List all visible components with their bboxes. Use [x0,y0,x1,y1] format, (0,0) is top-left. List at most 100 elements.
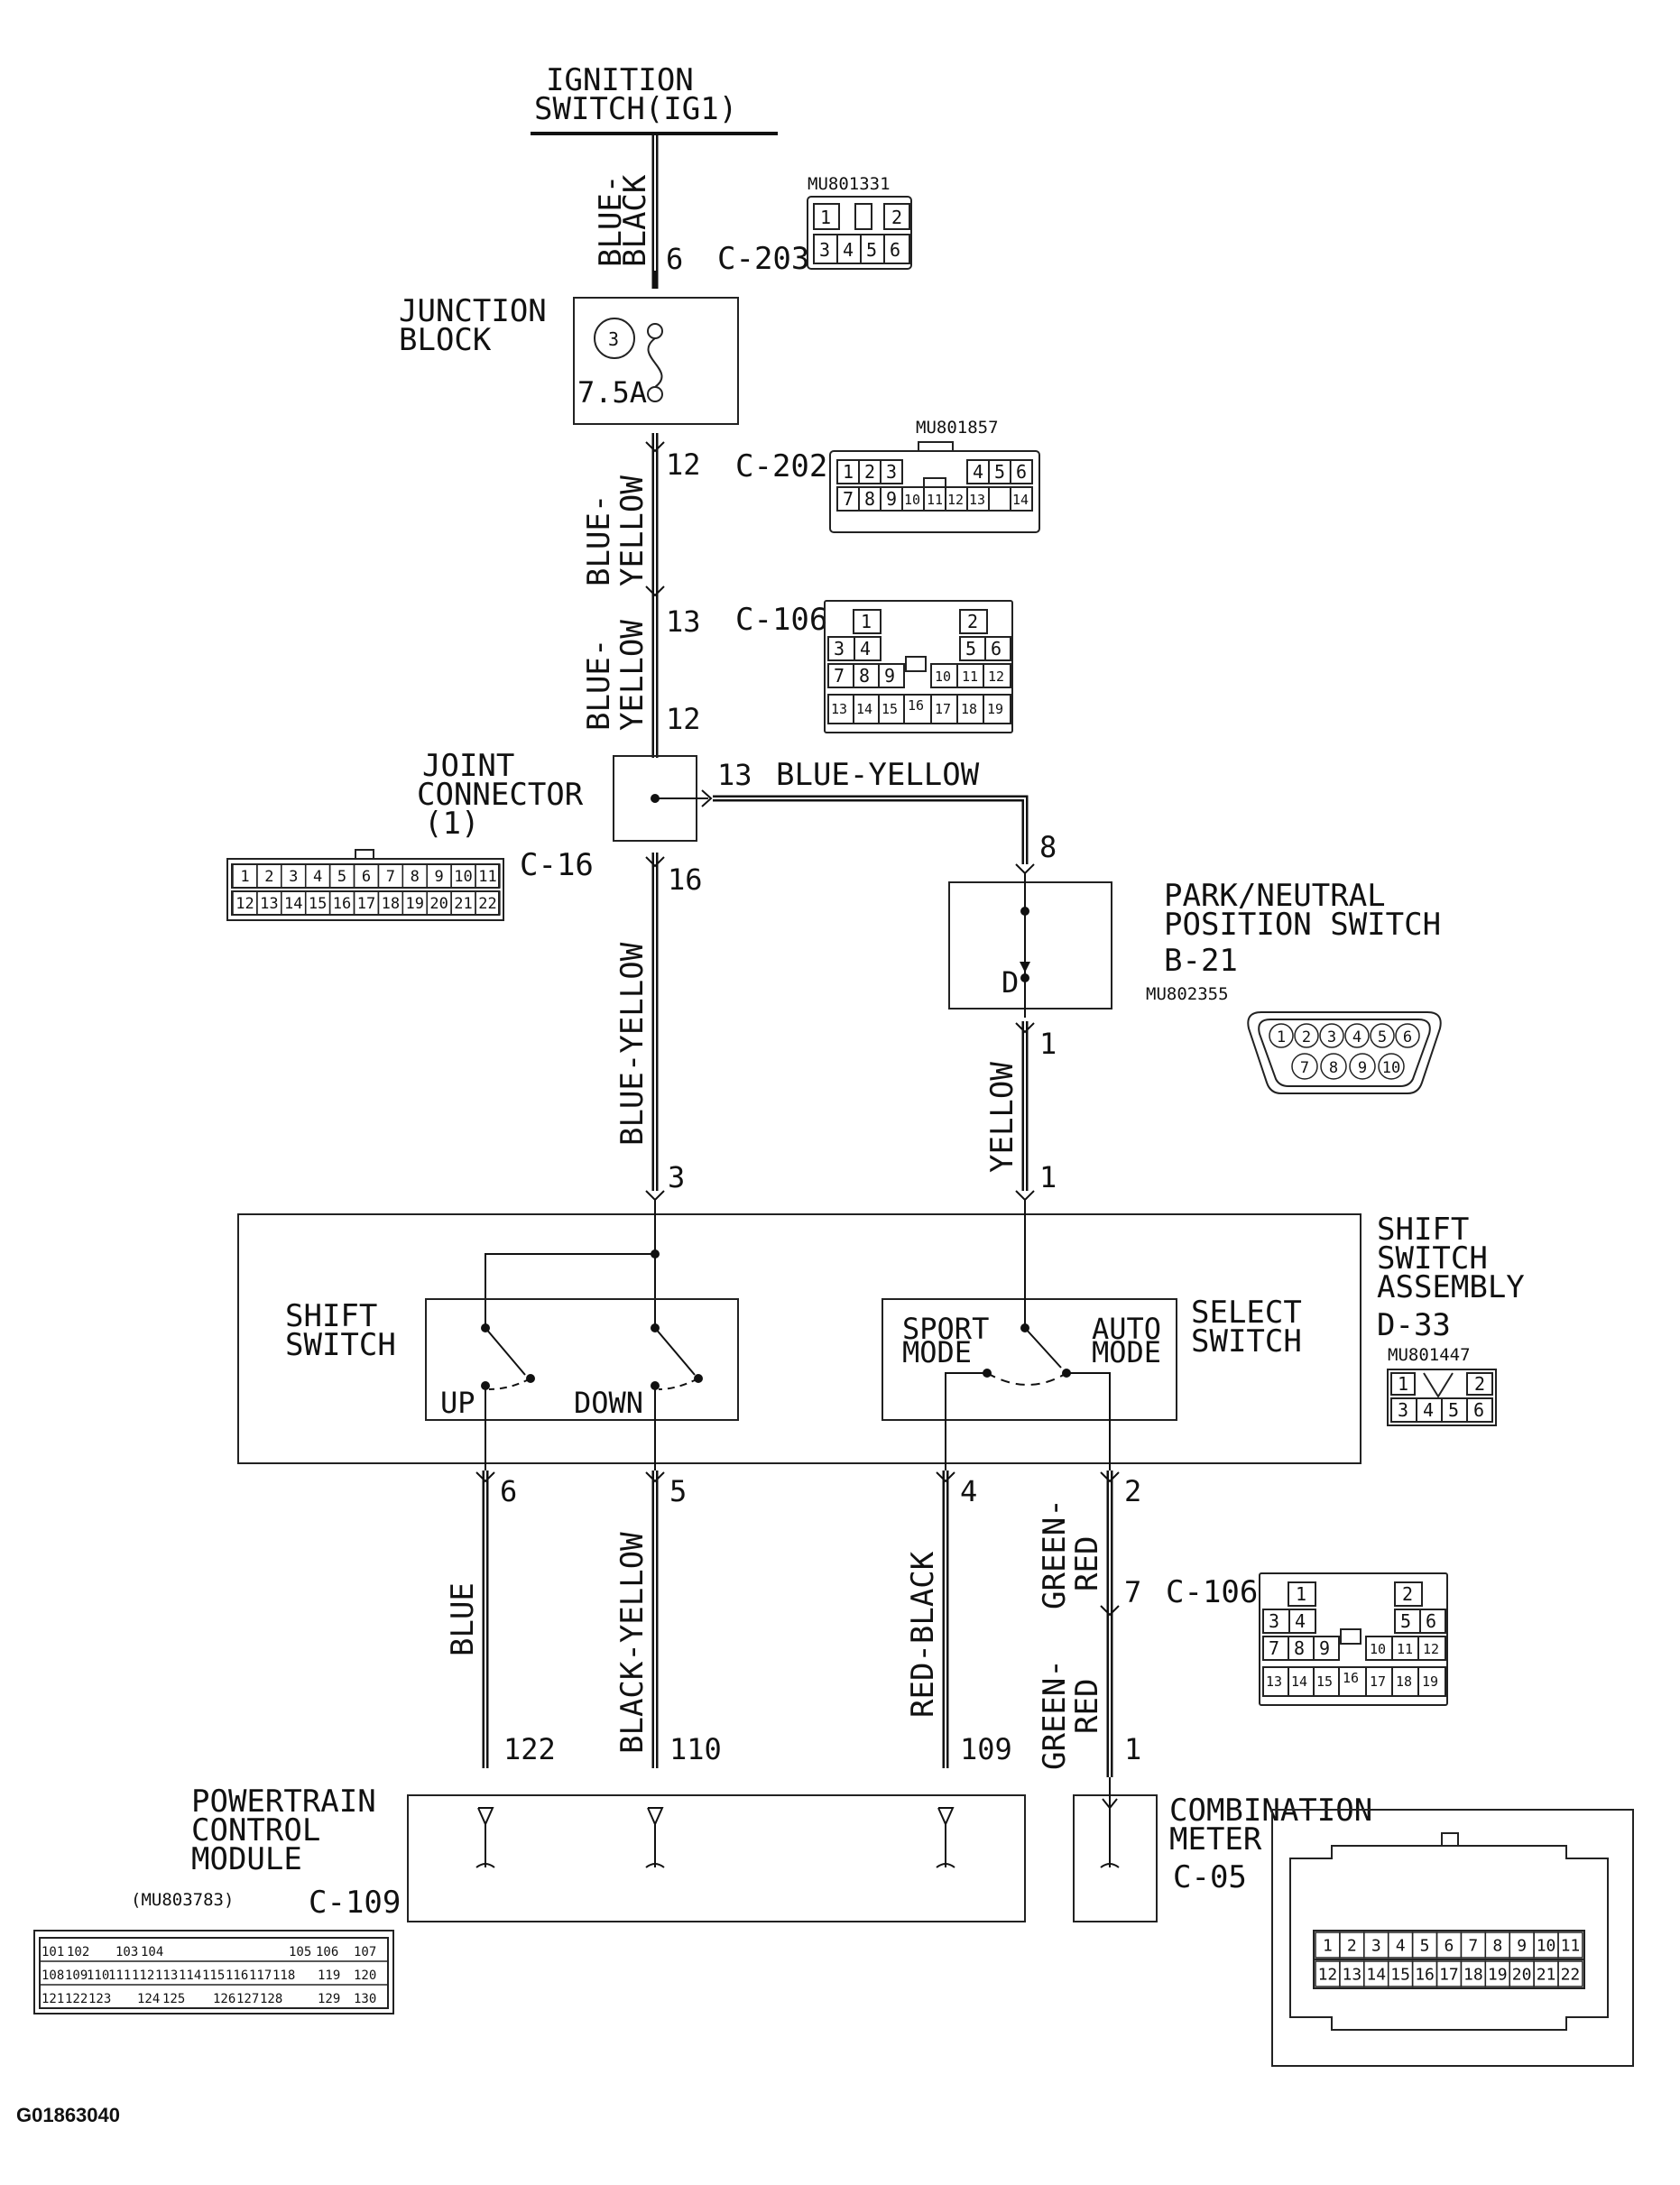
pin-cell: 20 [1512,1966,1532,1985]
pin-1-c05: 1 [1124,1732,1141,1766]
wire-label-blue-black-2: BLACK [617,174,653,267]
pin-cell: 20 [429,895,448,913]
wire-blue-yellow-a: 12 BLUE- YELLOW 13 BLUE- YELLOW 12 [581,433,701,758]
svg-text:16: 16 [908,697,924,714]
svg-text:4: 4 [843,239,854,261]
shift-switch-label-1: SHIFT [285,1298,377,1334]
sport-mode-label-2: MODE [902,1335,972,1369]
connector-c203: C-203 MU801331 1 2 3 4 5 6 [717,174,912,277]
select-switch-label-2: SWITCH [1191,1323,1302,1360]
wire-label-blue-black-1: BLUE- [593,175,629,267]
wire-black-yellow: 5 BLACK-YELLOW 110 [614,1386,722,1768]
connector-b21 [1247,1011,1442,1094]
meter-connector: C-05 [1173,1859,1247,1895]
svg-text:11: 11 [927,492,943,508]
pin-cell: 18 [1463,1966,1483,1985]
svg-text:8: 8 [859,665,870,687]
svg-text:10: 10 [1370,1641,1386,1657]
svg-text:13: 13 [1266,1673,1282,1690]
svg-text:11: 11 [962,668,978,685]
svg-text:16: 16 [1343,1670,1359,1686]
pin-cell: 15 [309,895,327,913]
pin-cell: 127 [236,1992,259,2006]
pcm-label-1: POWERTRAIN [191,1784,376,1820]
pin-cell: 6 [1403,1028,1412,1046]
pin-cell: 7 [1468,1937,1478,1956]
svg-text:15: 15 [882,701,898,717]
wire-label-green-red-b-2: RED [1069,1679,1105,1734]
pin-cell: 126 [213,1992,235,2006]
joint-label-2: CONNECTOR [417,777,584,813]
wire-label-yellow: YELLOW [984,1062,1020,1173]
wire-label-blue: BLUE [445,1582,481,1656]
pin-cell: 115 [202,1968,225,1983]
pin-cell: 1 [1277,1028,1286,1046]
pin-7-c106: 7 [1124,1575,1141,1609]
svg-text:6: 6 [1016,461,1027,483]
pcm-connector: C-109 [309,1885,401,1921]
pcm-label-2: CONTROL [191,1812,320,1848]
pin-cell: 19 [406,895,424,913]
connector-label-c106-upper: C-106 [735,602,827,638]
pnp-label-2: POSITION SWITCH [1164,907,1441,943]
pin-cell: 21 [454,895,472,913]
pnp-contact-d: D [1002,965,1019,1000]
svg-text:19: 19 [987,701,1003,717]
part-mu801331: MU801331 [808,174,891,194]
pin-1-d33: 1 [1039,1160,1057,1194]
wire-label-green-red-a-1: GREEN- [1037,1498,1073,1609]
svg-text:1: 1 [861,611,872,632]
pin-cell: 128 [260,1992,282,2006]
wire-label-blue-yellow-horizontal: BLUE-YELLOW [776,757,980,793]
pin-1-pnp: 1 [1039,1027,1057,1061]
svg-text:14: 14 [856,701,872,717]
pin-cell: 117 [249,1968,272,1983]
pin-cell: 103 [115,1945,138,1959]
connector-c106-upper: C-106 1 2 3 4 5 6 7 8 9 10 11 12 13 14 [735,600,1013,733]
pin-cell: 21 [1537,1966,1556,1985]
svg-text:5: 5 [866,239,877,261]
wire-blue-yellow-to-pnp: 8 [713,795,1057,875]
select-switch-label-1: SELECT [1191,1295,1302,1331]
connector-c106-lower: C-106 1 2 3 4 5 6 7 8 9 10 11 12 13 14 [1166,1572,1448,1706]
wire-label-blue-yellow-vertical: BLUE-YELLOW [614,942,651,1146]
svg-text:7: 7 [1269,1637,1279,1659]
part-mu801857: MU801857 [916,418,999,438]
combination-meter: COMBINATION METER C-05 [1073,1777,1372,1922]
shift-switch-assembly: SHIFT SWITCH ASSEMBLY D-33 MU801447 SHIF… [237,1200,1525,1470]
svg-text:7: 7 [834,665,845,687]
pin-cell: 102 [67,1945,89,1959]
fuse-terminal-top [647,323,663,339]
pin-cell: 130 [354,1992,376,2006]
svg-text:4: 4 [1295,1610,1306,1632]
joint-connector: JOINT CONNECTOR (1) 13 BLUE-YELLOW [417,748,980,842]
svg-text:17: 17 [935,701,951,717]
pin-cell: 7 [386,868,395,886]
svg-text:19: 19 [1422,1673,1438,1690]
pin-16-jc: 16 [668,862,703,897]
joint-label-1: JOINT [422,748,514,784]
svg-text:2: 2 [1474,1373,1485,1395]
svg-text:14: 14 [1012,492,1029,508]
svg-text:12: 12 [947,492,964,508]
svg-text:6: 6 [1426,1610,1436,1632]
pin-cell: 4 [313,868,322,886]
pin-cell: 124 [137,1992,160,2006]
svg-text:14: 14 [1291,1673,1307,1690]
svg-text:6: 6 [991,638,1002,659]
assy-connector: D-33 [1377,1307,1451,1343]
pin-cell: 9 [1517,1937,1527,1956]
svg-text:9: 9 [1319,1637,1330,1659]
fuse-number: 3 [608,328,619,350]
pin-cell: 109 [65,1968,88,1983]
svg-text:18: 18 [961,701,977,717]
pin-cell: 6 [362,868,371,886]
pin-cell: 16 [333,895,351,913]
assy-label-3: ASSEMBLY [1377,1269,1525,1305]
svg-text:3: 3 [1398,1399,1408,1421]
pin-cell: 3 [1327,1028,1336,1046]
pin-4-d33: 4 [960,1474,977,1508]
connector-label-c202: C-202 [735,448,827,484]
